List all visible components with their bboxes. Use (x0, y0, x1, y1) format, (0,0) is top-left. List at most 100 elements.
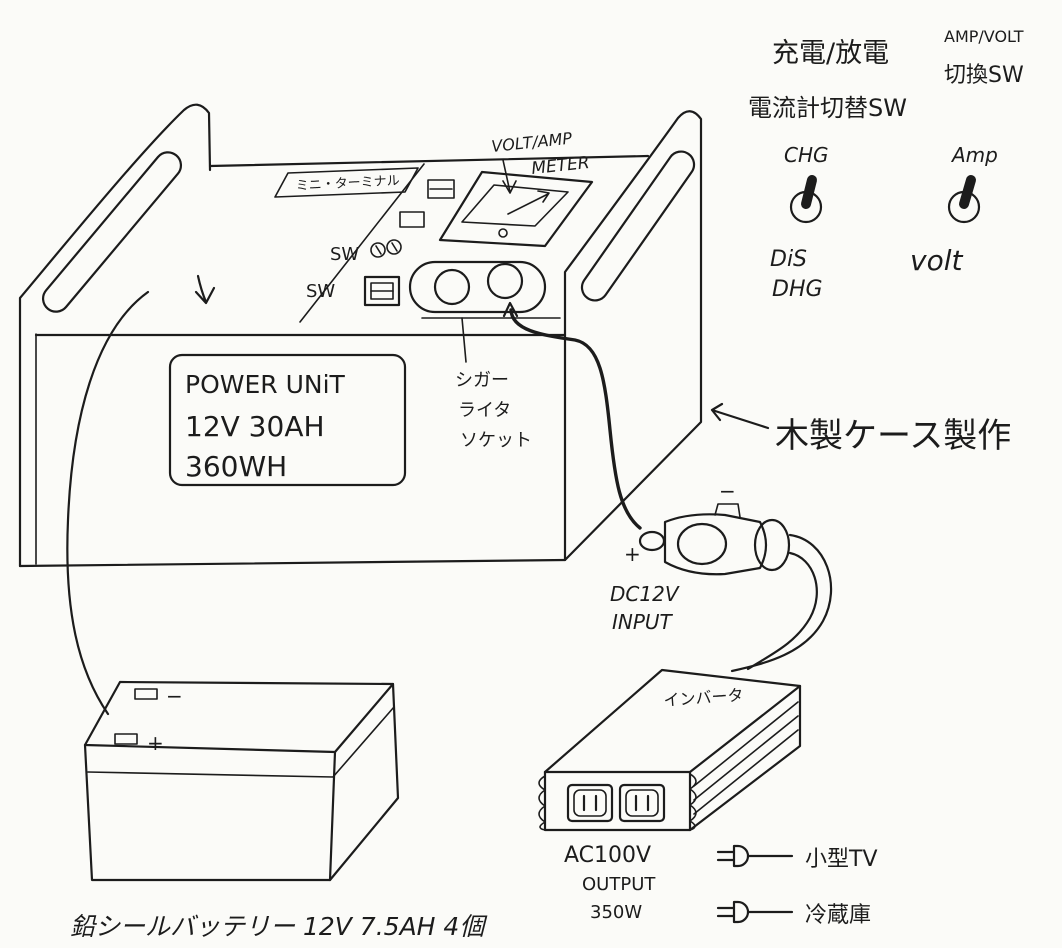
top-panel-divider (299, 163, 425, 323)
switch-knob (386, 239, 402, 255)
nameplate-title: POWER UNiT (185, 370, 346, 399)
battery: − + 鉛シールバッテリー 12V 7.5AH 4個 (70, 680, 488, 941)
case-note: 木製ケース製作 (710, 402, 1011, 456)
battery-top-face (83, 680, 395, 754)
left-handle-slot (41, 151, 183, 313)
switch-label-1: SW (330, 244, 359, 265)
front-panel: POWER UNiT 12V 30AH 360WH シガー ライタ ソケット (168, 317, 532, 487)
plug-tip (638, 530, 666, 552)
load-name: 冷蔵庫 (805, 903, 871, 928)
dc-input-label-line1: DC12V (610, 582, 680, 606)
socket-label-line2: ライタ (458, 400, 511, 421)
cigarette-socket (486, 262, 524, 300)
inverter-cooling-fins (693, 701, 799, 815)
dis-position-label: DiS (770, 247, 807, 272)
battery-band (87, 706, 395, 778)
plug-icon (716, 844, 794, 868)
switch-legend: 充電/放電 電流計切替SW AMP/VOLT 切換SW CHG DiS DHG … (748, 27, 1024, 302)
switch-knob (370, 242, 386, 258)
plug-ground-clip (714, 503, 741, 518)
toggle-lever (801, 175, 817, 209)
battery-terminal-negative (134, 688, 158, 700)
ammeter-switch-label: 電流計切替SW (748, 94, 907, 122)
dc-plug: − + DC12V INPUT (610, 479, 791, 634)
nameplate-capacity: 12V 30AH (185, 410, 325, 443)
meter-screen (461, 184, 569, 227)
ac-output-voltage: AC100V (564, 843, 651, 868)
ac-output-power: 350W (590, 902, 642, 923)
meter-label-line1: VOLT/AMP (490, 129, 573, 156)
top-panel: ミニ・ターミナル VOLT/AMP METER SW SW (194, 129, 594, 314)
socket-leader-line (461, 317, 467, 363)
dhg-position-label: DHG (772, 277, 823, 302)
plug-icon (716, 900, 794, 924)
meter-knob (498, 228, 508, 238)
socket-arrow-icon (502, 301, 519, 318)
battery-plus-label: + (147, 731, 164, 755)
top-back-edge (208, 154, 650, 168)
meter-housing (438, 170, 594, 248)
cigarette-socket (433, 268, 471, 306)
socket-plate (408, 260, 547, 314)
terminal-box (427, 179, 455, 199)
inverter-front-face (543, 770, 692, 832)
volt-position-label: volt (910, 244, 963, 277)
meter-label-line2: METER (530, 153, 590, 179)
amp-volt-switch-label: 切換SW (944, 63, 1024, 88)
front-bottom-edge (18, 558, 567, 568)
fuse-box (399, 211, 425, 228)
down-arrow-icon (194, 274, 216, 305)
socket-label-line1: シガー (455, 370, 509, 391)
battery-wire (66, 290, 150, 716)
rocker-switch (363, 275, 401, 307)
chg-position-label: CHG (784, 143, 829, 167)
switch-label-2: SW (306, 281, 335, 302)
nameplate (168, 353, 407, 487)
inverter-label: インバータ (663, 685, 744, 710)
inverter-side-face (688, 684, 802, 832)
inverter-top-face (543, 668, 802, 774)
inverter-cable-outer (730, 533, 833, 673)
inverter-cable-inner (746, 551, 818, 671)
mini-terminal-plate (274, 167, 419, 198)
right-handle-slot (580, 150, 696, 302)
right-side-board (563, 110, 703, 562)
plug-head (732, 844, 750, 868)
load-name: 小型TV (805, 847, 878, 872)
plug-inner-ring (676, 522, 728, 566)
switch-knob-mark (375, 245, 382, 255)
ac-outlet (618, 783, 666, 823)
toggle-lever (959, 175, 976, 209)
plug-minus-label: − (719, 479, 736, 503)
ac-outlet (566, 783, 614, 823)
case-note-arrow (710, 402, 770, 430)
plug-head (732, 900, 750, 924)
socket-label-line3: ソケット (460, 430, 532, 451)
nameplate-energy: 360WH (185, 450, 287, 483)
ac-outlet-slots (634, 794, 650, 812)
meter-needle-arrow (507, 190, 550, 215)
dc-input-label-line2: INPUT (612, 610, 674, 634)
battery-terminal-positive (114, 733, 138, 745)
ac-output-label: OUTPUT (582, 874, 656, 895)
amp-position-label: Amp (950, 143, 998, 167)
plug-plus-label: + (624, 542, 641, 566)
meter-pointer-arrow (502, 159, 517, 194)
inverter-left-fins (538, 775, 546, 831)
dc-input-wire (509, 308, 642, 530)
switch-knob-mark (391, 242, 398, 252)
battery-front-face (83, 743, 337, 882)
amp-volt-toggle-switch-icon (947, 175, 981, 224)
case-note-label: 木製ケース製作 (775, 416, 1011, 456)
left-side-board (18, 103, 212, 568)
load-list: 小型TV 冷蔵庫 (716, 844, 878, 928)
ac-outlet-slots (582, 794, 598, 812)
battery-side-face (328, 682, 400, 882)
plug-cap (753, 518, 791, 572)
amp-volt-title: AMP/VOLT (944, 27, 1024, 46)
ac-outlet-face (625, 789, 659, 817)
plug-body (663, 513, 768, 576)
ac-outlet-face (573, 789, 607, 817)
chg-dis-toggle-switch-icon (789, 175, 823, 224)
